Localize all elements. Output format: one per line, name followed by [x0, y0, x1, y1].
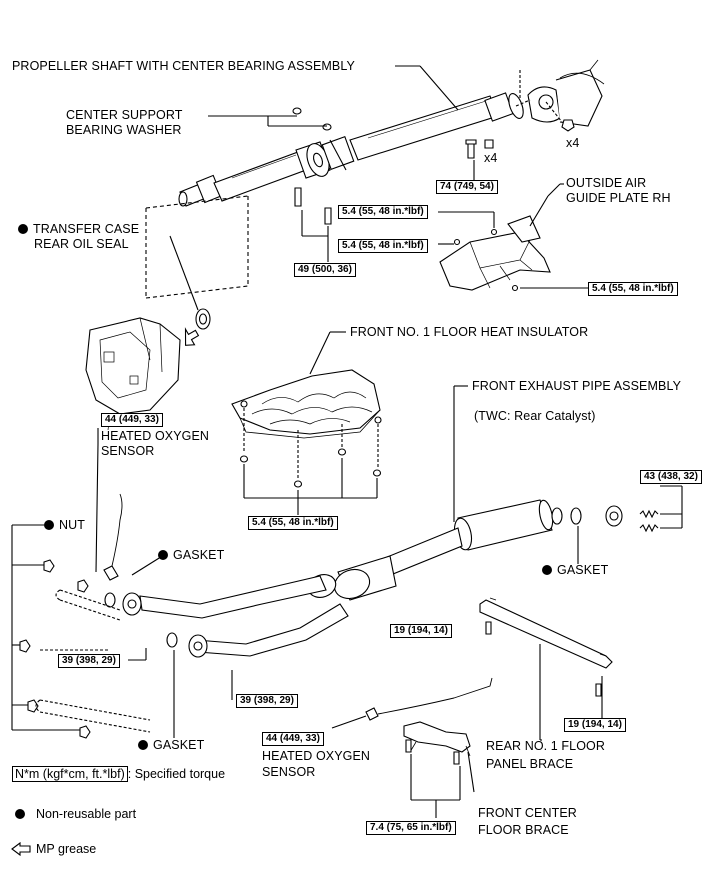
- non-reusable-dot-icon: [138, 740, 148, 750]
- heated-oxygen-sensor-upper-line1: HEATED OXYGEN: [101, 429, 210, 443]
- non-reusable-dot-icon: [158, 550, 168, 560]
- legend-non-reusable-dot-icon: [15, 809, 25, 819]
- center-support-label-line2: BEARING WASHER: [66, 123, 182, 137]
- nut-label: NUT: [44, 518, 85, 533]
- heated-oxygen-sensor-upper-line2: SENSOR: [101, 444, 155, 458]
- rear-floor-brace-label-line1: REAR NO. 1 FLOOR: [486, 739, 605, 753]
- non-reusable-dot-icon: [44, 520, 54, 530]
- outside-air-guide-plate-drawing: [438, 183, 588, 292]
- propeller-shaft-drawing: [178, 59, 605, 262]
- torque-5-4-upper: 5.4 (55, 48 in.*lbf): [338, 205, 428, 219]
- legend-torque-desc: : Specified torque: [127, 767, 226, 781]
- twc-note: (TWC: Rear Catalyst): [474, 409, 596, 423]
- gasket-upper-label: GASKET: [158, 548, 224, 563]
- torque-39-lower: 39 (398, 29): [236, 694, 298, 708]
- heated-oxygen-sensor-lower-line1: HEATED OXYGEN: [262, 749, 371, 763]
- torque-43: 43 (438, 32): [640, 470, 702, 484]
- nut-bracket-drawing: [11, 524, 151, 739]
- torque-19-left: 19 (194, 14): [390, 624, 452, 638]
- torque-5-4-middle: 5.4 (55, 48 in.*lbf): [338, 239, 428, 253]
- bolts-quantity-label: x4: [484, 151, 498, 165]
- front-center-brace-label-line2: FLOOR BRACE: [478, 823, 569, 837]
- front-exhaust-pipe-label: FRONT EXHAUST PIPE ASSEMBLY: [472, 379, 682, 393]
- center-support-label-line1: CENTER SUPPORT: [66, 108, 183, 122]
- floor-braces-drawing: [403, 597, 613, 818]
- torque-44-lower: 44 (449, 33): [262, 732, 324, 746]
- transfer-case-seal-label-line2: REAR OIL SEAL: [34, 237, 129, 251]
- torque-74: 74 (749, 54): [436, 180, 498, 194]
- nuts-quantity-label: x4: [566, 136, 580, 150]
- non-reusable-dot-icon: [18, 224, 28, 234]
- propeller-shaft-label: PROPELLER SHAFT WITH CENTER BEARING ASSE…: [12, 59, 355, 73]
- torque-44-upper: 44 (449, 33): [101, 413, 163, 427]
- gasket-lower-label: GASKET: [138, 738, 204, 753]
- legend-mp-grease: MP grease: [36, 842, 97, 856]
- front-heat-insulator-label: FRONT NO. 1 FLOOR HEAT INSULATOR: [350, 325, 589, 339]
- torque-5-4-guide-plate: 5.4 (55, 48 in.*lbf): [588, 282, 678, 296]
- transfer-case-seal-label-line1: TRANSFER CASE: [18, 222, 139, 237]
- legend-torque: N*m (kgf*cm, ft.*lbf): Specified torque: [12, 766, 226, 782]
- front-center-brace-label-line1: FRONT CENTER: [478, 806, 577, 820]
- heated-oxygen-sensor-lower-line2: SENSOR: [262, 765, 316, 779]
- gasket-right-label: GASKET: [542, 563, 608, 578]
- mp-grease-arrow-icon: [11, 841, 31, 857]
- torque-5-4-insulator: 5.4 (55, 48 in.*lbf): [248, 516, 338, 530]
- exhaust-pipe-drawing: [95, 385, 683, 738]
- outside-air-guide-label-line1: OUTSIDE AIR: [566, 176, 647, 190]
- heat-insulator-drawing: [231, 331, 382, 515]
- torque-49: 49 (500, 36): [294, 263, 356, 277]
- legend-torque-box: N*m (kgf*cm, ft.*lbf): [12, 766, 128, 782]
- torque-7-4: 7.4 (75, 65 in.*lbf): [366, 821, 456, 835]
- non-reusable-dot-icon: [542, 565, 552, 575]
- legend-non-reusable: Non-reusable part: [36, 807, 137, 821]
- torque-39-upper: 39 (398, 29): [58, 654, 120, 668]
- torque-19-right: 19 (194, 14): [564, 718, 626, 732]
- rear-floor-brace-label-line2: PANEL BRACE: [486, 757, 574, 771]
- transfer-case-drawing: [85, 195, 249, 431]
- outside-air-guide-label-line2: GUIDE PLATE RH: [566, 191, 671, 205]
